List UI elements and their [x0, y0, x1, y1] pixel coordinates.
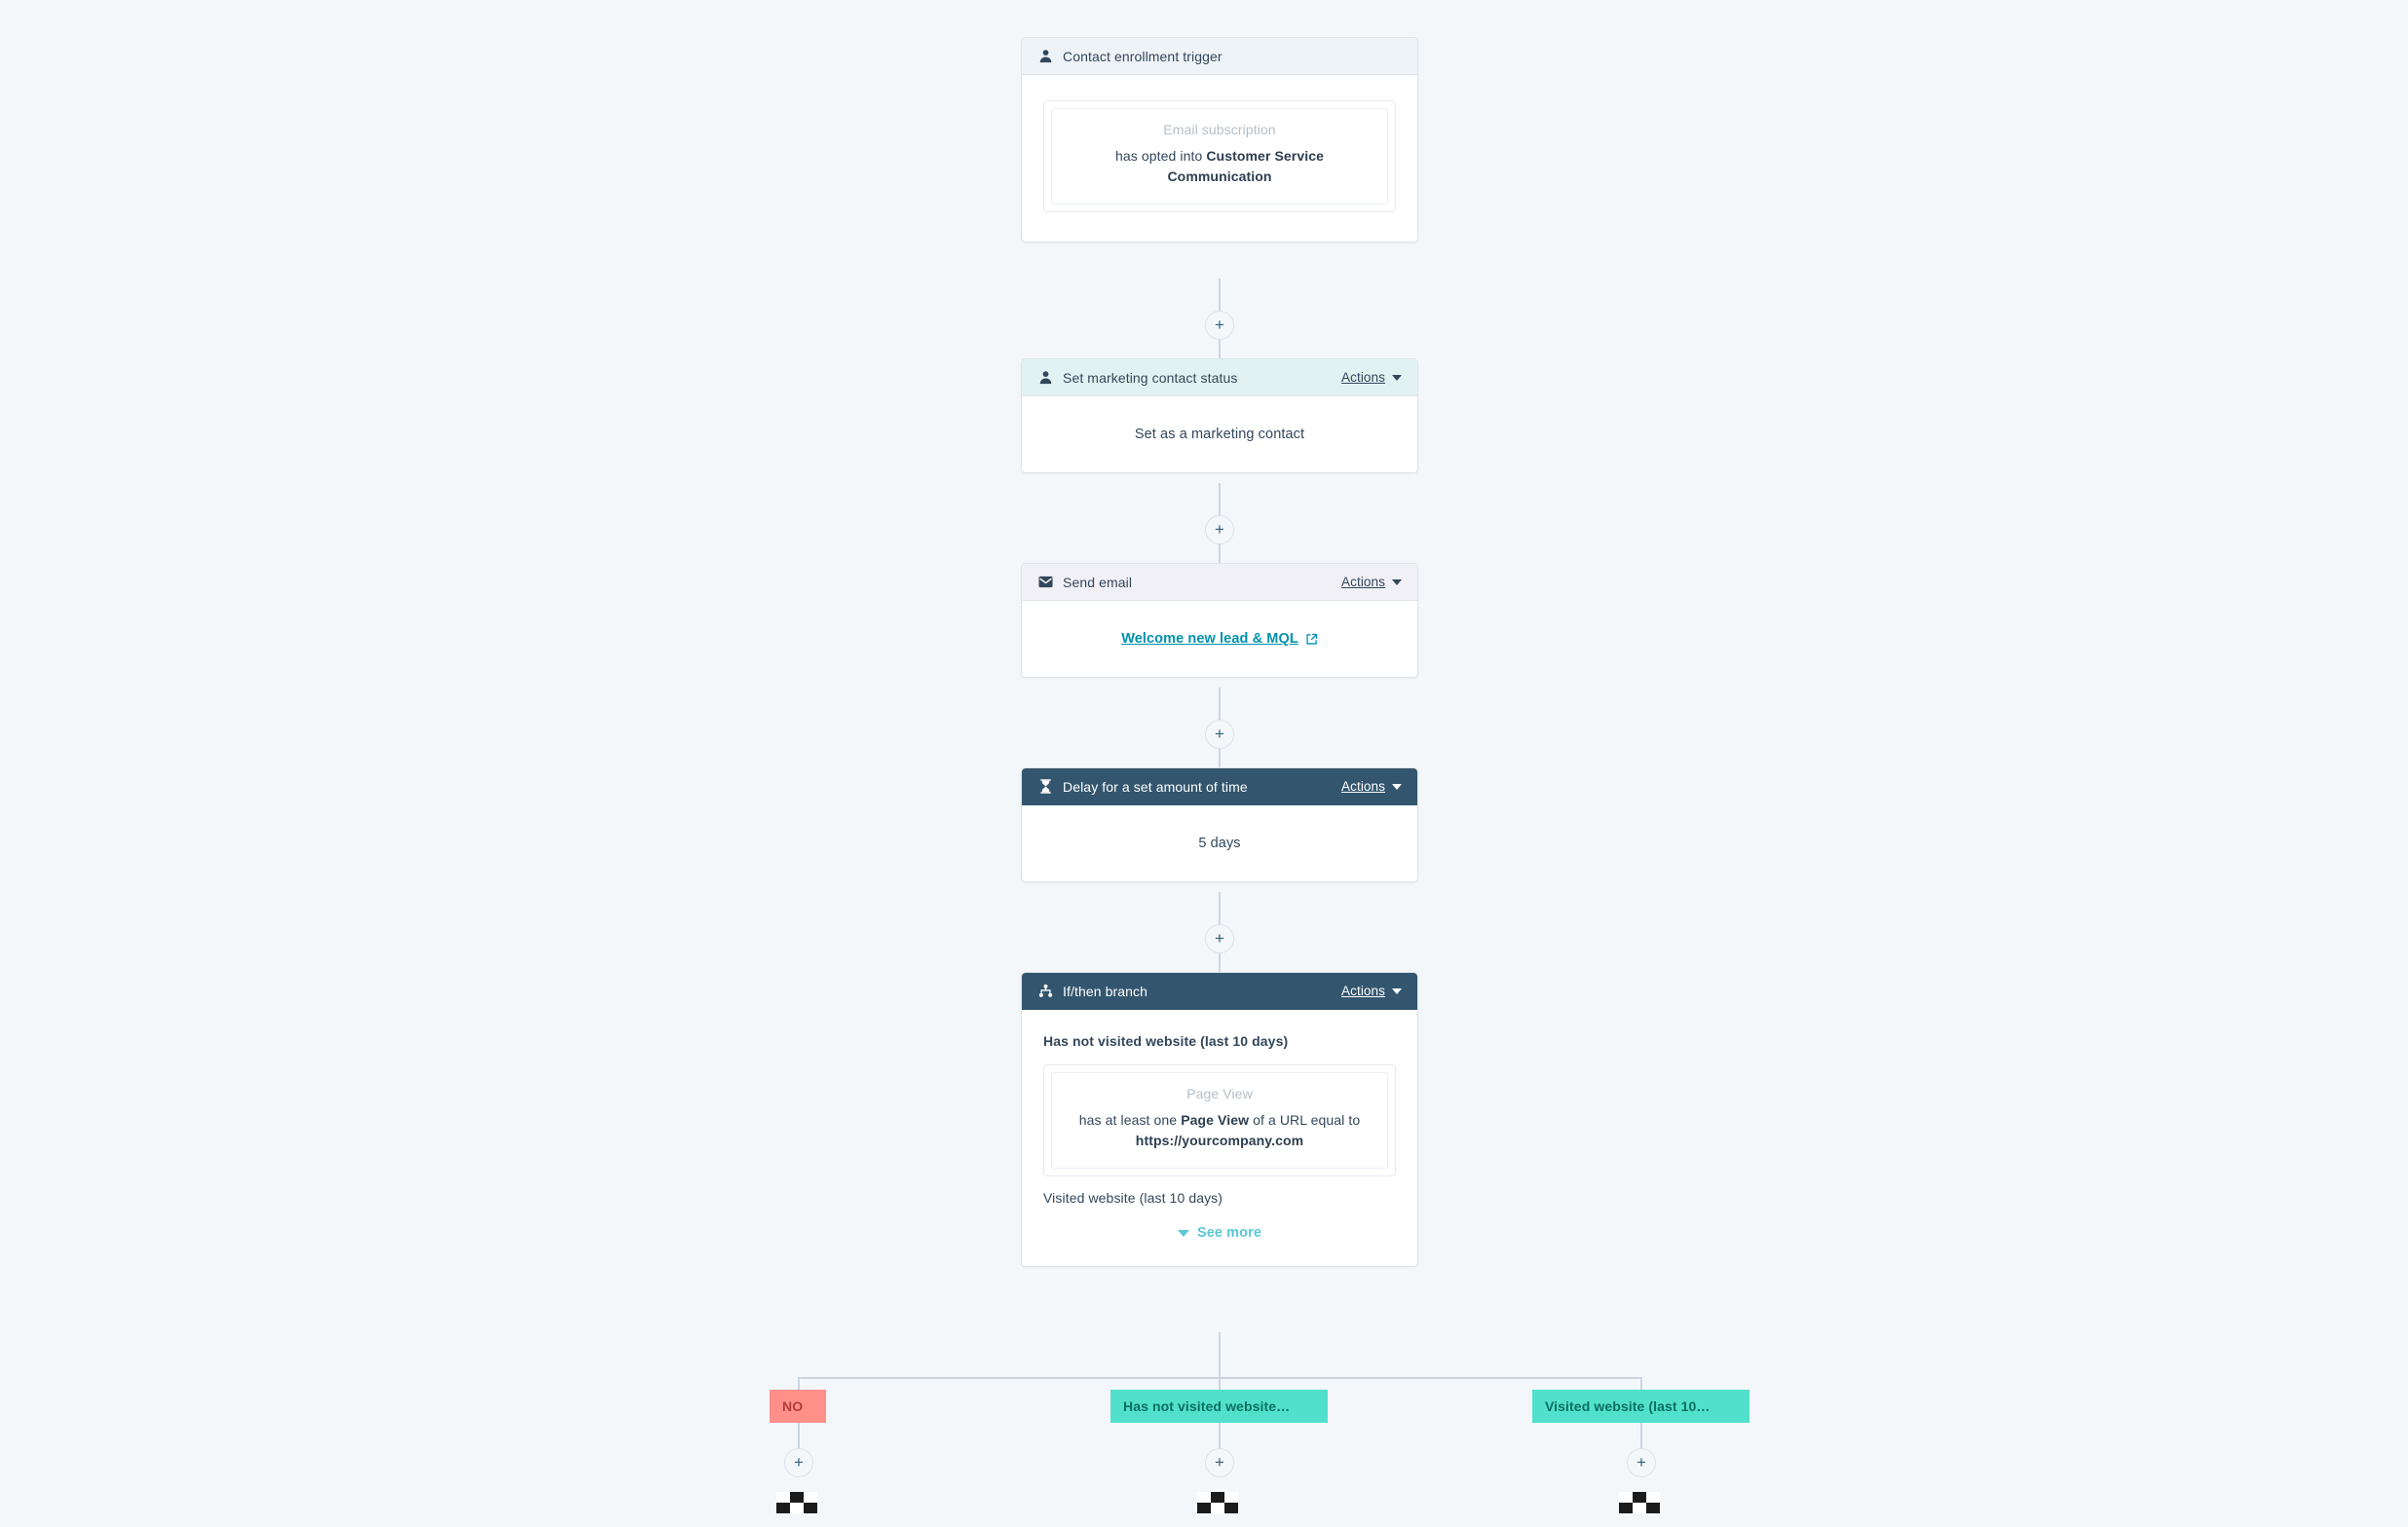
actions-label: Actions — [1341, 779, 1385, 794]
step-card-contact-enrollment-trigger[interactable]: Contact enrollment trigger Email subscri… — [1021, 37, 1418, 242]
step-card-send-email[interactable]: Send email Actions Welcome new lead & MQ… — [1021, 563, 1418, 678]
card-body: 5 days — [1022, 805, 1417, 881]
chevron-down-icon — [1392, 579, 1402, 585]
add-step-button-2[interactable]: + — [1205, 515, 1234, 544]
branch-chip-label: Visited website (last 10… — [1545, 1398, 1711, 1414]
see-more-label: See more — [1196, 1224, 1262, 1241]
card-header: Delay for a set amount of time Actions — [1022, 768, 1417, 805]
branch-chip-visited[interactable]: Visited website (last 10… — [1532, 1390, 1750, 1423]
add-step-button-branch-no[interactable]: + — [784, 1448, 813, 1477]
add-step-button-1[interactable]: + — [1205, 311, 1234, 340]
actions-menu[interactable]: Actions — [1341, 575, 1402, 589]
contact-person-icon — [1037, 369, 1054, 386]
connector-line — [798, 1377, 800, 1471]
hourglass-icon — [1037, 778, 1054, 795]
card-header: Contact enrollment trigger — [1022, 38, 1417, 75]
filter-bold-value-2: https://yourcompany.com — [1135, 1133, 1304, 1149]
card-body: Set as a marketing contact — [1022, 396, 1417, 472]
card-header: If/then branch Actions — [1022, 973, 1417, 1010]
plus-icon: + — [794, 1452, 804, 1471]
filter-inner: Page View has at least one Page View of … — [1051, 1072, 1388, 1169]
filter-bold-value: Customer Service Communication — [1167, 148, 1324, 185]
filter-property: Page View — [1186, 1086, 1253, 1101]
card-title: Set marketing contact status — [1063, 369, 1238, 386]
branch-one-label: Has not visited website (last 10 days) — [1043, 1033, 1289, 1049]
plus-icon: + — [1215, 315, 1224, 334]
branch-two-label: Visited website (last 10 days) — [1043, 1189, 1223, 1206]
filter-prefix: has at least one — [1078, 1112, 1182, 1128]
chevron-down-icon — [1392, 375, 1402, 381]
filter-suffix: of a URL equal to — [1249, 1112, 1361, 1128]
branch-icon — [1037, 983, 1054, 999]
actions-menu[interactable]: Actions — [1341, 779, 1402, 794]
branch-filter-box[interactable]: Page View has at least one Page View of … — [1043, 1064, 1396, 1176]
filter-property: Email subscription — [1163, 122, 1276, 137]
end-flag-icon-branch-no — [776, 1492, 821, 1523]
contact-person-icon — [1037, 48, 1054, 64]
step-card-if-then-branch[interactable]: If/then branch Actions Has not visited w… — [1021, 972, 1418, 1267]
add-step-button-branch-visited[interactable]: + — [1627, 1448, 1656, 1477]
actions-label: Actions — [1341, 984, 1385, 998]
card-body: Email subscription has opted into Custom… — [1022, 75, 1417, 242]
envelope-icon — [1037, 574, 1054, 590]
end-flag-icon-branch-visited — [1619, 1492, 1664, 1523]
email-name-label: Welcome new lead & MQL — [1121, 631, 1298, 647]
step-summary: 5 days — [1198, 836, 1241, 851]
card-body: Welcome new lead & MQL — [1022, 601, 1417, 677]
chevron-down-icon — [1392, 988, 1402, 994]
connector-line — [1219, 1377, 1221, 1471]
filter-criteria: has at least one Page View of a URL equa… — [1068, 1110, 1372, 1152]
filter-prefix: has opted into — [1114, 148, 1207, 164]
card-header: Send email Actions — [1022, 564, 1417, 601]
filter-inner: Email subscription has opted into Custom… — [1051, 108, 1388, 205]
actions-menu[interactable]: Actions — [1341, 984, 1402, 998]
card-title: If/then branch — [1063, 983, 1148, 999]
see-more-button[interactable]: See more — [1043, 1225, 1396, 1241]
plus-icon: + — [1215, 519, 1224, 539]
branch-chip-no[interactable]: NO — [770, 1390, 826, 1423]
plus-icon: + — [1637, 1452, 1646, 1471]
email-row: Welcome new lead & MQL — [1039, 631, 1400, 647]
filter-criteria: has opted into Customer Service Communic… — [1068, 146, 1372, 188]
connector-line — [1640, 1377, 1642, 1471]
card-body: Has not visited website (last 10 days) P… — [1022, 1010, 1417, 1266]
enrollment-filter-box[interactable]: Email subscription has opted into Custom… — [1043, 100, 1396, 212]
actions-label: Actions — [1341, 575, 1385, 589]
plus-icon: + — [1215, 724, 1224, 743]
chevron-down-icon — [1392, 784, 1402, 790]
connector-line — [1219, 1332, 1221, 1379]
external-link-icon — [1305, 633, 1318, 646]
card-title: Contact enrollment trigger — [1063, 48, 1223, 64]
end-flag-icon-branch-has-not-visited — [1197, 1492, 1242, 1523]
add-step-button-4[interactable]: + — [1205, 924, 1234, 953]
add-step-button-3[interactable]: + — [1205, 720, 1234, 749]
branch-chip-label: NO — [782, 1398, 804, 1414]
branch-chip-label: Has not visited website… — [1123, 1398, 1291, 1414]
add-step-button-branch-has-not-visited[interactable]: + — [1205, 1448, 1234, 1477]
plus-icon: + — [1215, 1452, 1224, 1471]
email-name-link[interactable]: Welcome new lead & MQL — [1121, 631, 1318, 647]
card-header: Set marketing contact status Actions — [1022, 359, 1417, 396]
filter-bold-value: Page View — [1181, 1112, 1250, 1128]
card-title: Delay for a set amount of time — [1063, 778, 1248, 795]
chevron-down-icon — [1177, 1230, 1189, 1238]
step-card-set-marketing-contact-status[interactable]: Set marketing contact status Actions Set… — [1021, 358, 1418, 473]
actions-menu[interactable]: Actions — [1341, 370, 1402, 385]
card-title: Send email — [1063, 574, 1133, 590]
plus-icon: + — [1215, 928, 1224, 948]
actions-label: Actions — [1341, 370, 1385, 385]
step-card-delay-for-a-set-amount-of-time[interactable]: Delay for a set amount of time Actions 5… — [1021, 767, 1418, 882]
step-summary: Set as a marketing contact — [1134, 427, 1305, 442]
branch-chip-has-not-visited[interactable]: Has not visited website… — [1110, 1390, 1328, 1423]
